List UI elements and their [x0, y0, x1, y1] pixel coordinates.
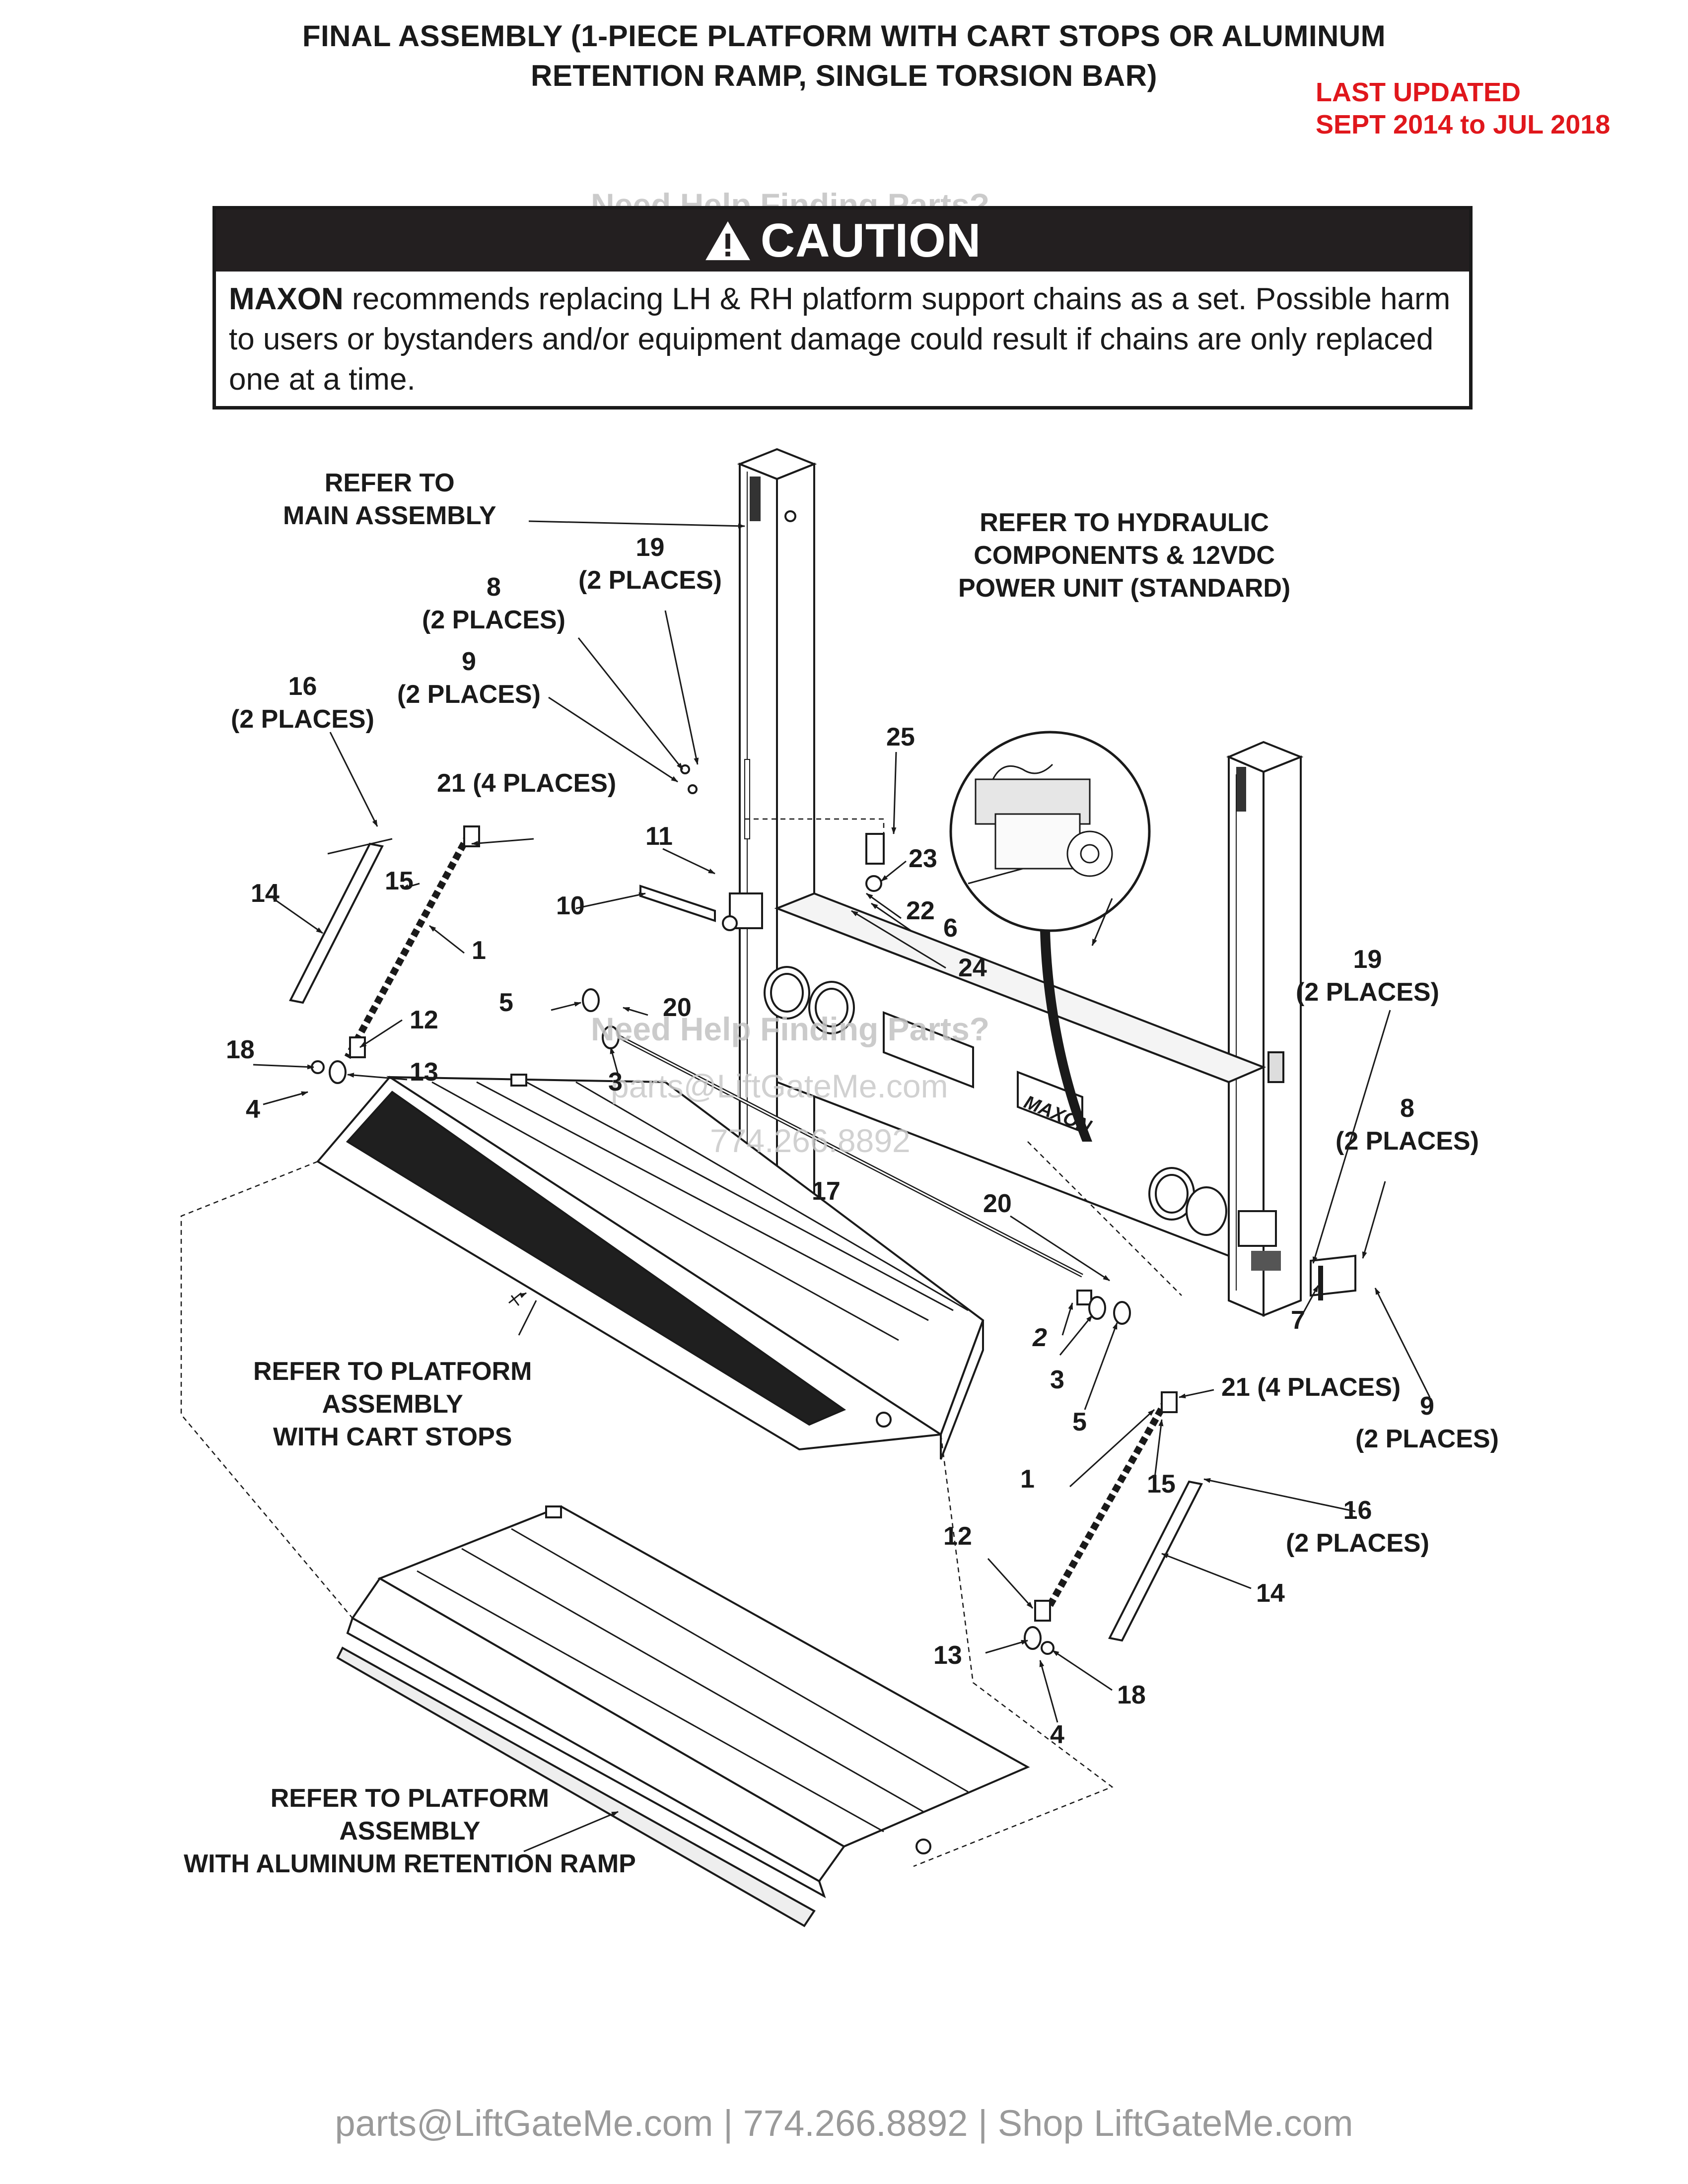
- callout-21-left: 21 (4 PLACES): [437, 769, 617, 798]
- callout-19-left: 19 (2 PLACES): [578, 533, 722, 595]
- part-23: [865, 875, 882, 892]
- callout-4-right: 4: [1050, 1720, 1064, 1749]
- callout-1-right: 1: [1020, 1465, 1035, 1494]
- washer-5-left: [582, 988, 600, 1012]
- callout-8-left: 8 (2 PLACES): [422, 573, 565, 634]
- caution-box: CAUTION MAXON recommends replacing LH & …: [212, 206, 1473, 410]
- callout-18-right: 18: [1117, 1681, 1146, 1709]
- warning-triangle-icon: [705, 221, 750, 260]
- callout-12-left: 12: [410, 1006, 438, 1034]
- callout-23: 23: [909, 844, 937, 873]
- bushing-right: [1041, 1641, 1055, 1655]
- caution-header: CAUTION: [216, 209, 1469, 272]
- callout-11: 11: [645, 822, 673, 851]
- chain-link-bottom-left: [349, 1036, 366, 1058]
- leader-platform-cart: [519, 1292, 527, 1298]
- callout-13-right: 13: [933, 1641, 962, 1670]
- chain-left: [344, 832, 473, 1059]
- pivot-plate-right: [1310, 1254, 1356, 1297]
- callout-15-left: 15: [385, 867, 414, 895]
- callout-8-right: 8 (2 PLACES): [1336, 1094, 1479, 1156]
- callout-10: 10: [556, 891, 585, 920]
- callout-refer-hydraulic: REFER TO HYDRAULIC COMPONENTS & 12VDC PO…: [958, 508, 1291, 603]
- callout-18-left: 18: [226, 1035, 255, 1064]
- callout-7: 7: [1291, 1306, 1305, 1335]
- part-2: [1076, 1290, 1092, 1305]
- left-column: [722, 448, 817, 1312]
- footer-contact: parts@LiftGateMe.com | 774.266.8892 | Sh…: [335, 2103, 1353, 2144]
- chain-link-bottom-right: [1034, 1600, 1051, 1622]
- callout-4-left: 4: [246, 1095, 260, 1124]
- callout-16-right: 16 (2 PLACES): [1286, 1496, 1429, 1558]
- cover-tube-left: [289, 842, 384, 1004]
- leader-lines: [253, 520, 1431, 1852]
- callout-3-right: 3: [1050, 1365, 1064, 1394]
- chain-link-top-right: [1161, 1391, 1178, 1413]
- washer-3-right: [1088, 1296, 1106, 1320]
- callout-12-right: 12: [943, 1522, 972, 1551]
- washer-5-right: [1113, 1301, 1131, 1325]
- callout-15-right: 15: [1147, 1470, 1176, 1499]
- callout-1-left: 1: [472, 936, 486, 965]
- platform-retention-ramp: [336, 1505, 1030, 1927]
- cover-tube-right: [1108, 1480, 1203, 1642]
- watermark-email-mid: parts@LiftGateMe.com: [611, 1068, 948, 1104]
- callout-refer-main-assembly: REFER TO MAIN ASSEMBLY: [283, 469, 496, 530]
- callout-9-right: 9 (2 PLACES): [1355, 1392, 1499, 1453]
- callout-20-left: 20: [663, 993, 692, 1022]
- page-title-line-1: FINAL ASSEMBLY (1-PIECE PLATFORM WITH CA…: [302, 19, 1386, 53]
- callout-25: 25: [886, 723, 915, 751]
- pivot-pin-left: [639, 885, 716, 922]
- washer-left: [329, 1060, 347, 1084]
- chain-right: [1039, 1398, 1170, 1620]
- watermark-need-help-mid: Need Help Finding Parts?: [591, 1011, 990, 1047]
- callout-24: 24: [958, 954, 987, 982]
- callout-9-left: 9 (2 PLACES): [397, 647, 541, 709]
- callout-3-left: 3: [608, 1068, 623, 1096]
- callout-20-right: 20: [983, 1189, 1012, 1218]
- right-parts: [1024, 1254, 1356, 1655]
- callout-2: 2: [1033, 1323, 1047, 1352]
- callout-16-left: 16 (2 PLACES): [231, 672, 374, 734]
- caution-title: CAUTION: [760, 213, 982, 267]
- callout-5-right: 5: [1072, 1408, 1087, 1436]
- callout-13-left: 13: [410, 1058, 438, 1087]
- right-column: [1226, 741, 1304, 1317]
- callout-22: 22: [906, 896, 935, 925]
- callout-21-right: 21 (4 PLACES): [1221, 1373, 1401, 1402]
- caution-message: MAXON recommends replacing LH & RH platf…: [229, 279, 1455, 400]
- callout-5-left: 5: [499, 988, 513, 1017]
- bracket-25: [865, 833, 885, 865]
- page-title-line-2: RETENTION RAMP, SINGLE TORSION BAR): [530, 59, 1158, 92]
- callout-refer-platform-retention-ramp: REFER TO PLATFORM ASSEMBLY WITH ALUMINUM…: [184, 1784, 636, 1878]
- callout-19-right: 19 (2 PLACES): [1296, 945, 1439, 1007]
- watermark-phone-mid: 774.266.8892: [710, 1122, 911, 1159]
- part-9-left: [688, 784, 698, 794]
- caution-text: recommends replacing LH & RH platform su…: [229, 282, 1451, 397]
- callout-14-right: 14: [1256, 1579, 1285, 1608]
- callout-6: 6: [943, 914, 958, 943]
- caution-brand: MAXON: [229, 282, 344, 316]
- last-updated-label: LAST UPDATED: [1316, 77, 1521, 107]
- callout-17: 17: [812, 1177, 841, 1206]
- callout-14-left: 14: [251, 879, 280, 908]
- last-updated-range: SEPT 2014 to JUL 2018: [1316, 110, 1611, 139]
- hydraulic-inset: [949, 731, 1151, 1142]
- callout-refer-platform-cart-stops: REFER TO PLATFORM ASSEMBLY WITH CART STO…: [253, 1357, 532, 1451]
- cross-member: [764, 892, 1266, 1257]
- washer-right: [1024, 1626, 1042, 1650]
- left-parts: [289, 764, 885, 1084]
- platform-cart-stops: [316, 1074, 985, 1460]
